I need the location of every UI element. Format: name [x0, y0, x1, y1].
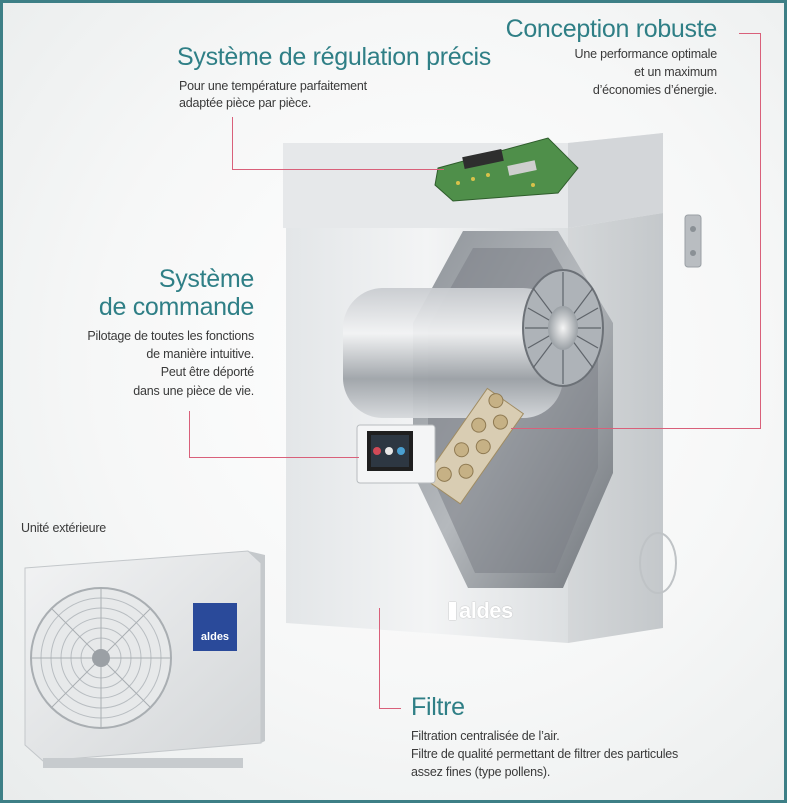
leader-robuste-v: [760, 33, 761, 429]
leader-robuste-h2: [511, 428, 761, 429]
filtre-title: Filtre: [411, 693, 465, 721]
filter-cartridge: [423, 387, 525, 505]
robuste-text-1: Une performance optimale: [574, 47, 718, 61]
product-drawing: [24, 133, 702, 768]
control-panel-device: [356, 424, 436, 484]
cabinet-top-side: [568, 133, 663, 228]
robuste-text-2: et un maximum: [634, 65, 717, 79]
leader-regulation-h: [232, 169, 444, 170]
fan-wheel: [522, 269, 604, 387]
leader-regulation: [232, 117, 233, 169]
mounting-bracket: [684, 214, 702, 268]
commande-text-4: dans une pièce de vie.: [133, 384, 254, 398]
filtre-text-1: Filtration centralisée de l’air.: [411, 729, 560, 743]
leader-commande-h: [189, 457, 359, 458]
leader-filtre-h: [379, 708, 401, 709]
robuste-text-3: d’économies d’énergie.: [592, 83, 717, 97]
regulation-title: Système de régulation précis: [177, 43, 491, 71]
outdoor-unit: [24, 550, 265, 768]
outdoor-unit-label: Unité extérieure: [21, 521, 107, 535]
outdoor-logo: aldes: [200, 631, 230, 643]
filtre-text-3: assez fines (type pollens).: [411, 765, 551, 779]
side-port: [639, 532, 677, 594]
commande-title-2: de commande: [98, 293, 254, 321]
leader-robuste-h: [739, 33, 761, 34]
commande-text-3: Peut être déporté: [160, 365, 254, 379]
leader-commande-v: [189, 411, 190, 458]
blower-housing: [343, 288, 563, 418]
commande-text-2: de manière intuitive.: [146, 347, 254, 361]
filtre-text-2: Filtre de qualité permettant de filtrer …: [411, 747, 679, 761]
regulation-text-1: Pour une température parfaitement: [179, 79, 367, 93]
indoor-logo: aldes: [449, 598, 513, 624]
regulation-text-2: adaptée pièce par pièce.: [179, 96, 312, 110]
leader-filtre-v: [379, 608, 380, 708]
outdoor-logo-badge: [193, 603, 237, 651]
robuste-title: Conception robuste: [505, 15, 718, 43]
commande-title-1: Système: [158, 265, 254, 293]
commande-text-1: Pilotage de toutes les fonctions: [87, 329, 254, 343]
aldes-mark-icon: [449, 602, 456, 620]
control-pcb: [434, 137, 579, 202]
